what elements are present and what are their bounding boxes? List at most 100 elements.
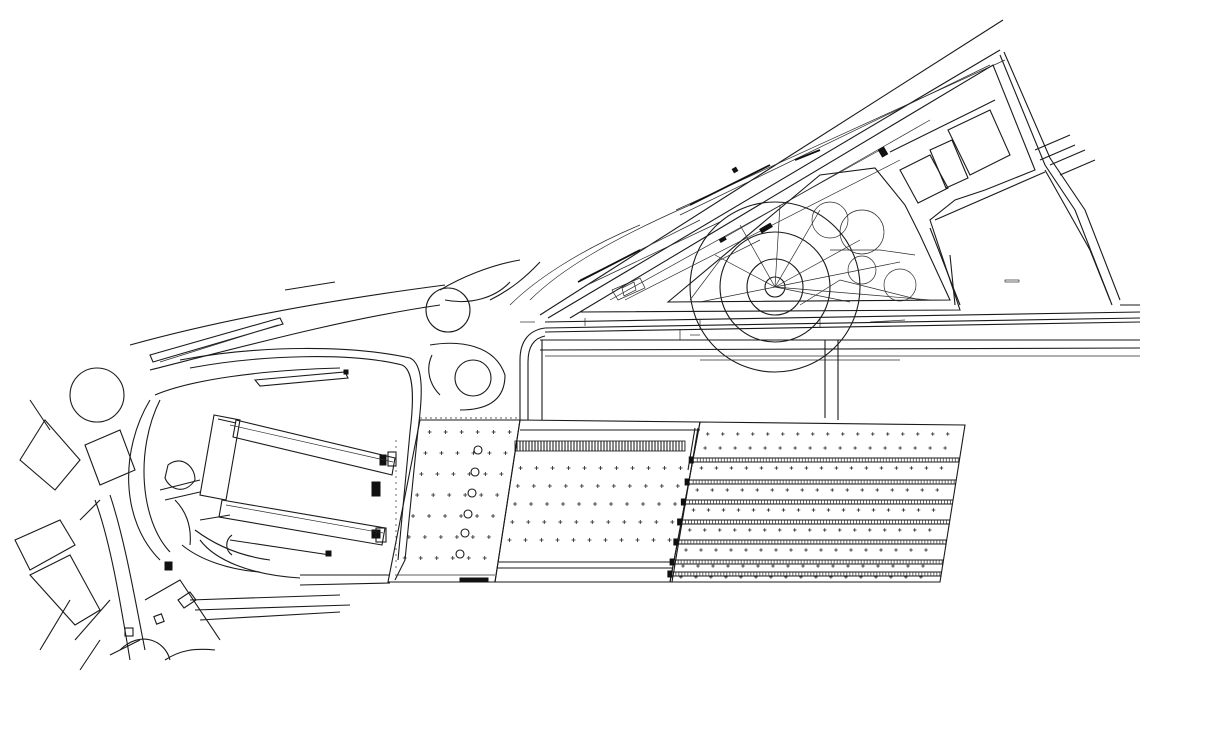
grid-plus-mark xyxy=(855,432,860,436)
grid-plus-mark xyxy=(733,446,737,450)
grid-plus-mark xyxy=(518,466,523,470)
grid-plus-mark xyxy=(595,484,600,488)
grid-plus-mark xyxy=(804,466,809,470)
grid-plus-mark xyxy=(638,520,643,524)
grid-plus-mark xyxy=(495,493,500,497)
platform-row-hatch xyxy=(696,458,959,462)
grid-plus-mark xyxy=(459,514,464,518)
grid-plus-mark xyxy=(748,446,752,450)
grid-plus-mark xyxy=(643,484,648,488)
grid-plus-mark xyxy=(475,430,480,434)
grid-plus-mark xyxy=(904,575,908,579)
grid-plus-mark xyxy=(714,466,719,470)
grid-plus-mark xyxy=(646,466,651,470)
grid-plus-mark xyxy=(673,502,678,506)
grid-plus-mark xyxy=(771,564,775,568)
grid-plus-mark xyxy=(852,528,857,532)
grid-plus-mark xyxy=(510,520,515,524)
grid-plus-mark xyxy=(819,466,824,470)
grid-plus-mark xyxy=(756,564,760,568)
grid-plus-mark xyxy=(744,466,749,470)
railway-tracks xyxy=(509,19,1006,319)
platform-row-hatch xyxy=(681,540,947,544)
grid-plus-mark xyxy=(435,472,440,476)
grid-plus-mark xyxy=(825,432,830,436)
grid-plus-mark xyxy=(754,575,758,579)
platform-row-line xyxy=(677,539,947,545)
grid-plus-mark xyxy=(831,564,835,568)
grid-plus-mark xyxy=(415,493,420,497)
platform-row-hatch xyxy=(677,560,943,564)
grid-plus-mark xyxy=(793,446,797,450)
grid-plus-mark xyxy=(801,564,805,568)
platform-row-line xyxy=(674,559,944,565)
grid-plus-mark xyxy=(675,484,680,488)
grid-plus-mark xyxy=(830,488,835,492)
grid-plus-mark xyxy=(503,451,508,455)
grid-plus-mark xyxy=(739,575,743,579)
grid-plus-mark xyxy=(687,528,692,532)
grid-plus-mark xyxy=(900,432,905,436)
grid-plus-mark xyxy=(714,548,718,552)
grid-plus-mark xyxy=(721,508,726,512)
grid-plus-mark xyxy=(725,488,730,492)
grid-plus-mark xyxy=(443,430,448,434)
grid-plus-mark xyxy=(451,472,456,476)
platform-row-end xyxy=(688,456,694,464)
grid-plus-mark xyxy=(789,548,793,552)
grid-plus-mark xyxy=(840,432,845,436)
grid-plus-mark xyxy=(614,466,619,470)
grid-plus-mark xyxy=(860,488,865,492)
grid-plus-mark xyxy=(475,514,480,518)
grid-plus-mark xyxy=(747,528,752,532)
main-road xyxy=(539,311,1141,361)
grid-plus-mark xyxy=(609,502,614,506)
grid-plus-mark xyxy=(909,548,913,552)
platform-row-line xyxy=(681,519,950,525)
platform-rows xyxy=(667,421,966,583)
grid-plus-mark xyxy=(491,430,496,434)
grid-plus-mark xyxy=(891,564,895,568)
grid-plus-mark xyxy=(867,528,872,532)
grid-plus-mark xyxy=(750,432,755,436)
grid-plus-mark xyxy=(443,514,448,518)
grid-plus-mark xyxy=(729,466,734,470)
grid-plus-mark xyxy=(467,472,472,476)
grid-plus-mark xyxy=(513,502,518,506)
grid-plus-mark xyxy=(849,548,853,552)
grid-plus-mark xyxy=(780,432,785,436)
grid-plus-mark xyxy=(406,535,411,539)
grid-plus-mark xyxy=(726,564,730,568)
grid-plus-mark xyxy=(905,488,910,492)
grid-plus-mark xyxy=(766,508,771,512)
grid-plus-mark xyxy=(550,466,555,470)
grid-plus-mark xyxy=(427,514,432,518)
grid-plus-mark xyxy=(885,432,890,436)
grid-plus-mark xyxy=(841,508,846,512)
grid-plus-mark xyxy=(702,528,707,532)
grid-plus-mark xyxy=(499,472,504,476)
grid-plus-mark xyxy=(778,446,782,450)
grid-plus-mark xyxy=(875,488,880,492)
grid-plus-mark xyxy=(807,528,812,532)
grid-plus-mark xyxy=(909,466,914,470)
platform-row-end xyxy=(677,518,683,526)
grid-plus-mark xyxy=(906,564,910,568)
grid-plus-mark xyxy=(705,432,710,436)
grid-plus-mark xyxy=(924,548,928,552)
grid-plus-mark xyxy=(630,466,635,470)
grid-plus-mark xyxy=(856,508,861,512)
platform-row-hatch xyxy=(689,500,951,504)
grid-plus-mark xyxy=(930,432,935,436)
grid-plus-mark xyxy=(423,451,428,455)
grid-plus-mark xyxy=(886,508,891,512)
grid-plus-mark xyxy=(834,466,839,470)
grid-plus-mark xyxy=(826,508,831,512)
grid-plus-mark xyxy=(450,556,455,560)
grid-plus-mark xyxy=(834,548,838,552)
grid-plus-mark xyxy=(606,520,611,524)
grid-plus-mark xyxy=(466,556,471,560)
grid-plus-mark xyxy=(566,466,571,470)
grid-plus-mark xyxy=(515,484,520,488)
grid-plus-mark xyxy=(816,564,820,568)
